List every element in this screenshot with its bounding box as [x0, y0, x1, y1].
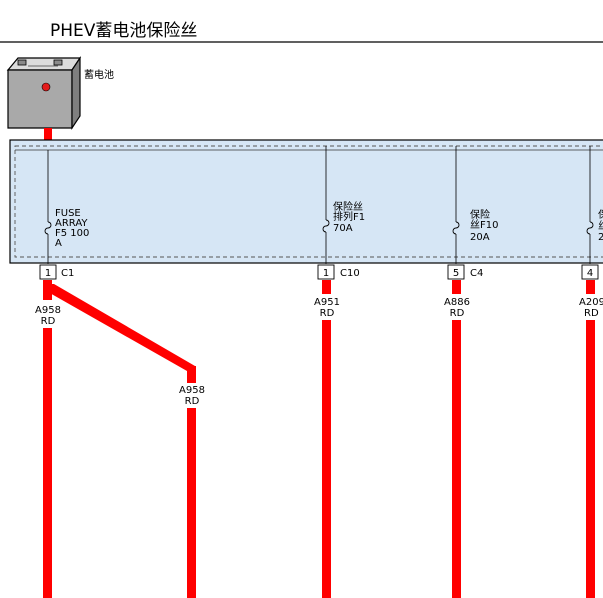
- pin-number: 5: [453, 268, 459, 279]
- fuse-label-line: 排列F1: [333, 210, 365, 223]
- fuse-symbol-icon: [44, 221, 52, 235]
- fuse-f5: [44, 150, 52, 264]
- pin-number: 1: [323, 268, 329, 279]
- wire-color-label: RD: [320, 308, 335, 319]
- battery-wire: [44, 128, 52, 140]
- fuse-label-line: F5 100: [55, 228, 89, 239]
- connector-c1: 1: [39, 264, 57, 280]
- wire-a951: [322, 280, 331, 598]
- battery-label: 蓄电池: [84, 68, 114, 81]
- connector-name: C4: [470, 268, 483, 279]
- wire-circuit-label: A951: [314, 297, 340, 308]
- wire-color-label: RD: [185, 396, 200, 407]
- fuse-label-line: 丝F10: [470, 219, 498, 231]
- wire-circuit-label: A958: [35, 305, 61, 316]
- wire-a209: [586, 280, 595, 598]
- fuse-f1: [322, 146, 330, 264]
- connector-name: C10: [340, 268, 360, 279]
- wire-a886: [452, 280, 461, 598]
- fuse-label-line: 20A: [470, 232, 490, 243]
- fuse-label-line: ARRAY: [55, 218, 88, 229]
- connector-partial: 4: [581, 264, 599, 280]
- pin-number: 4: [587, 268, 593, 279]
- fuse-f10: [452, 146, 460, 264]
- wire-circuit-label: A209: [579, 297, 603, 308]
- wire-color-label: RD: [584, 308, 599, 319]
- fuse-label-line: A: [55, 238, 62, 249]
- battery-icon: [6, 56, 82, 130]
- fuse-symbol-icon: [322, 219, 330, 233]
- fuse-box-inner-border: [14, 145, 603, 258]
- page-title: PHEV蓄电池保险丝: [50, 21, 197, 41]
- fuse-partial: [586, 146, 594, 264]
- connector-c10: 1: [317, 264, 335, 280]
- fuse-symbol-icon: [452, 221, 460, 235]
- connector-name: C1: [61, 268, 74, 279]
- fuse-symbol-icon: [586, 221, 594, 235]
- wire-circuit-label: A958: [179, 385, 205, 396]
- fuse-label-line: 2: [598, 232, 603, 243]
- wire-color-label: RD: [41, 316, 56, 327]
- wire-a958-main: [43, 280, 52, 598]
- fuse-label-line: 70A: [333, 223, 353, 234]
- wire-circuit-label: A886: [444, 297, 470, 308]
- fuse-label-line: 保险: [470, 208, 490, 221]
- pin-number: 1: [45, 268, 51, 279]
- fuse-label-line: 保: [598, 208, 603, 221]
- fuse-box: [9, 139, 603, 264]
- wire-color-label: RD: [450, 308, 465, 319]
- fuse-label-line: FUSE: [55, 208, 81, 219]
- wire-a958-branch: [187, 366, 196, 598]
- wire-a958-branch-diagonal: [48, 284, 195, 378]
- connector-c4: 5: [447, 264, 465, 280]
- fuse-label-line: 丝: [598, 220, 603, 232]
- fuse-label-line: 保险丝: [333, 200, 363, 213]
